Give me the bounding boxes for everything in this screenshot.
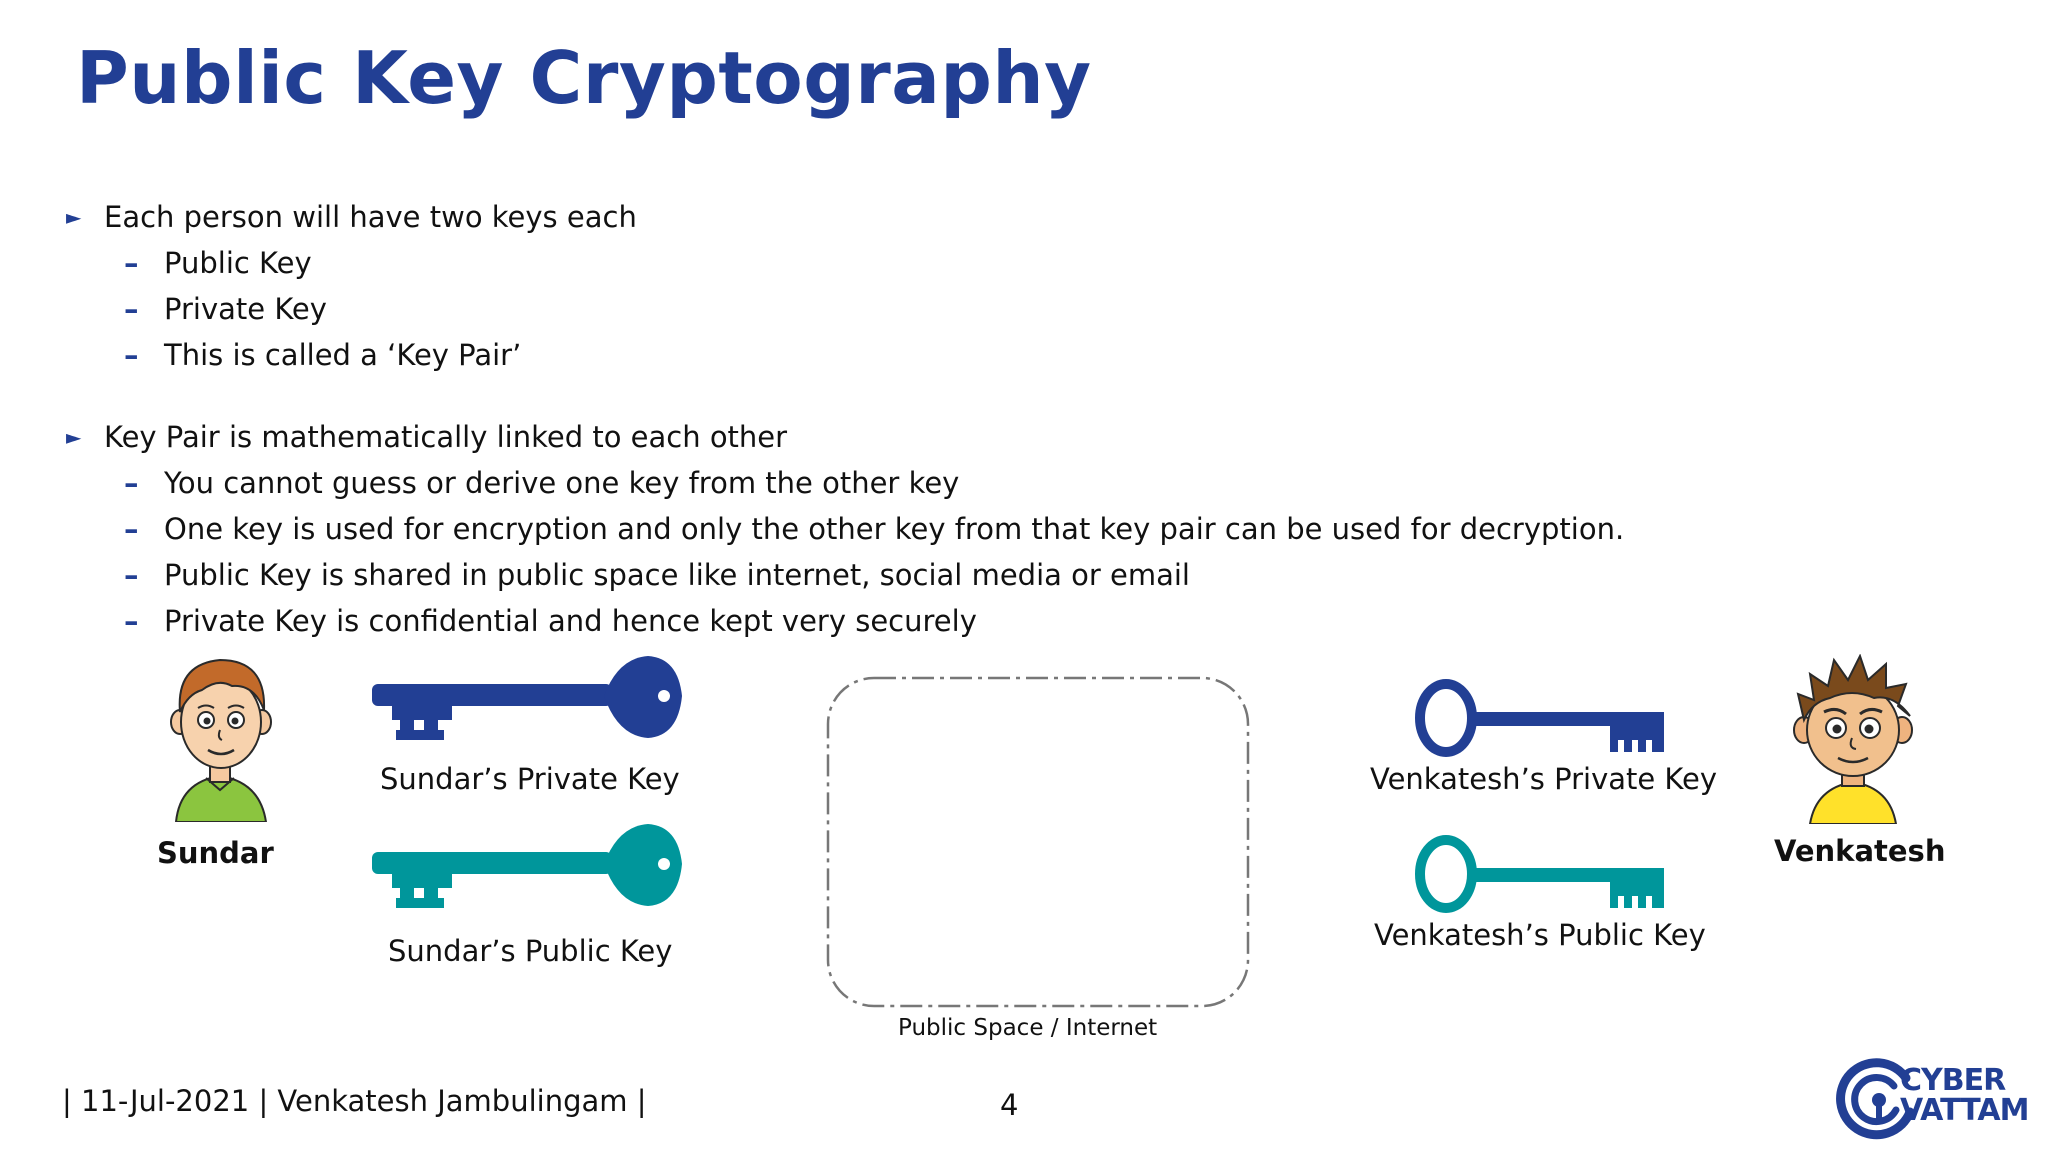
bullet-marker-icon: ► [66,425,82,449]
public-space-label: Public Space / Internet [898,1015,1158,1041]
signal-logo-icon [1836,1058,1915,1140]
sub-bullet-text: One key is used for encryption and only … [164,512,1625,546]
logo-text-vattam: VATTAM [1900,1093,2029,1128]
sundar-name: Sundar [157,836,274,870]
sub-bullet-text: Private Key is confidential and hence ke… [164,604,977,638]
venkatesh-public-key-icon [1410,832,1672,922]
public-space-box [826,676,1254,1014]
venkatesh-private-key-label: Venkatesh’s Private Key [1370,762,1718,796]
dash-marker-icon: – [124,604,139,638]
sub-bullet-text: Public Key [164,246,312,280]
sub-bullet-text: Private Key [164,292,327,326]
page-number: 4 [1000,1088,1019,1122]
sundar-public-key-label: Sundar’s Public Key [388,934,673,968]
dash-marker-icon: – [124,292,139,326]
dash-marker-icon: – [124,246,139,280]
venkatesh-public-key-label: Venkatesh’s Public Key [1374,918,1706,952]
bullet-text: Each person will have two keys each [104,200,637,234]
sub-bullet-text: You cannot guess or derive one key from … [164,466,960,500]
venkatesh-private-key-icon [1410,676,1672,766]
dash-marker-icon: – [124,558,139,592]
bullet-marker-icon: ► [66,205,82,229]
dash-marker-icon: – [124,512,139,546]
dash-marker-icon: – [124,338,139,372]
sub-bullet-text: This is called a ‘Key Pair’ [164,338,522,372]
dash-marker-icon: – [124,466,139,500]
bullet-text: Key Pair is mathematically linked to eac… [104,420,788,454]
sundar-private-key-label: Sundar’s Private Key [380,762,680,796]
logo-text-cyber: CYBER [1900,1063,2006,1098]
cyber-vattam-logo: CYBER VATTAM [1836,1056,2036,1142]
sub-bullet-text: Public Key is shared in public space lik… [164,558,1190,592]
sundar-public-key-icon [372,818,692,914]
venkatesh-name: Venkatesh [1774,834,1946,868]
sundar-private-key-icon [372,650,692,746]
footer-text: | 11-Jul-2021 | Venkatesh Jambulingam | [62,1084,647,1118]
sundar-avatar-icon [162,650,280,822]
slide-title: Public Key Cryptography [76,36,1092,120]
venkatesh-avatar-icon [1790,654,1916,824]
